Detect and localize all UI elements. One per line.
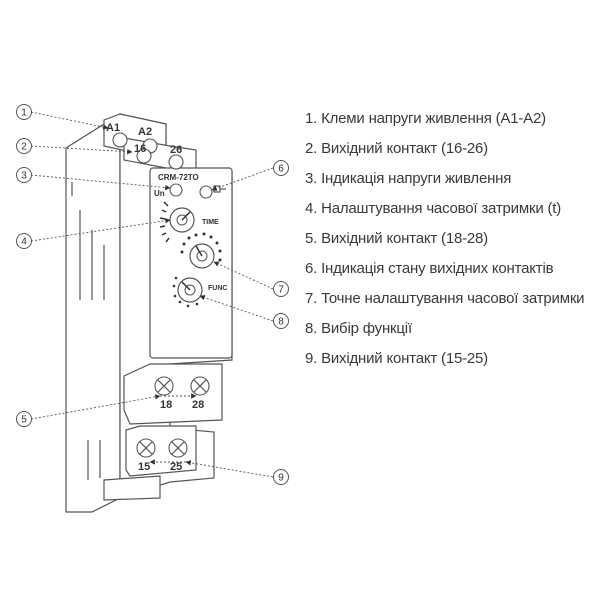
svg-text:4: 4 (21, 237, 27, 248)
function-dial[interactable] (177, 277, 203, 303)
time-range-dial[interactable] (169, 207, 195, 233)
svg-text:5: 5 (21, 415, 27, 426)
svg-text:8: 8 (278, 317, 284, 328)
svg-text:7: 7 (278, 285, 284, 296)
legend-item-5: 5. Вихідний контакт (18-28) (305, 230, 488, 247)
relay-side-panel (65, 112, 121, 513)
svg-text:6: 6 (278, 164, 284, 175)
legend-list: 1. Клеми напруги живлення (А1-А2) 2. Вих… (305, 104, 597, 374)
power-led-label: Un (154, 189, 165, 198)
fine-time-dial[interactable] (189, 243, 215, 269)
callout-1: 1 (16, 104, 32, 120)
legend-item-9: 9. Вихідний контакт (15-25) (305, 350, 488, 367)
leader-8 (199, 295, 274, 322)
callout-9: 9 (273, 469, 289, 485)
leader-5 (30, 394, 161, 420)
leader-7 (213, 261, 274, 290)
terminal-label-18: 18 (160, 399, 172, 411)
output-led (199, 185, 213, 199)
svg-text:1: 1 (21, 108, 27, 119)
svg-text:9: 9 (278, 473, 284, 484)
svg-text:3: 3 (21, 171, 27, 182)
callouts: 1 2 3 4 5 6 7 8 (16, 104, 289, 485)
leader-4 (30, 218, 171, 242)
legend-item-8: 8. Вибір функції (305, 320, 412, 337)
leader-2 (30, 145, 133, 155)
legend-item-6: 6. Індикація стану вихідних контактів (305, 260, 554, 277)
model-label: CRM-72TO (158, 173, 199, 182)
terminal-label-16: 16 (134, 143, 146, 155)
callout-7: 7 (273, 281, 289, 297)
screw-a1 (112, 132, 128, 148)
legend-item-3: 3. Індикація напруги живлення (305, 170, 512, 187)
callout-4: 4 (16, 233, 32, 249)
legend-item-1: 1. Клеми напруги живлення (А1-А2) (305, 110, 546, 127)
terminal-label-15: 15 (138, 461, 150, 473)
callout-8: 8 (273, 313, 289, 329)
callout-6: 6 (273, 160, 289, 176)
terminal-label-a1: A1 (106, 122, 120, 134)
leader-lines (30, 111, 274, 478)
callout-3: 3 (16, 167, 32, 183)
leader-9 (185, 460, 274, 478)
callout-5: 5 (16, 411, 32, 427)
screw-26 (168, 154, 184, 170)
legend-item-2: 2. Вихідний контакт (16-26) (305, 140, 488, 157)
lower-terminal-housing (123, 363, 223, 425)
leader-3 (30, 174, 171, 191)
screw-16 (136, 148, 152, 164)
svg-text:2: 2 (21, 142, 27, 153)
terminal-label-25: 25 (170, 461, 182, 473)
terminal-labels: A1 A2 16 26 18 28 15 25 (106, 122, 204, 473)
function-scale (172, 276, 199, 308)
terminal-label-26: 26 (170, 144, 182, 156)
screw-slots (139, 379, 207, 455)
legend-item-4: 4. Налаштування часової затримки (t) (305, 200, 562, 217)
leader-1 (30, 111, 109, 130)
callout-2: 2 (16, 138, 32, 154)
fine-time-scale (180, 232, 222, 262)
terminal-label-a2: A2 (138, 126, 152, 138)
terminal-label-28: 28 (192, 399, 204, 411)
time-label: TIME (202, 219, 219, 226)
din-clip (103, 475, 161, 501)
func-label: FUNC (208, 285, 227, 292)
legend-item-7: 7. Точне налаштування часової затримки (305, 290, 585, 307)
power-led (169, 183, 183, 197)
time-range-scale (159, 201, 170, 243)
leader-6 (211, 167, 274, 191)
